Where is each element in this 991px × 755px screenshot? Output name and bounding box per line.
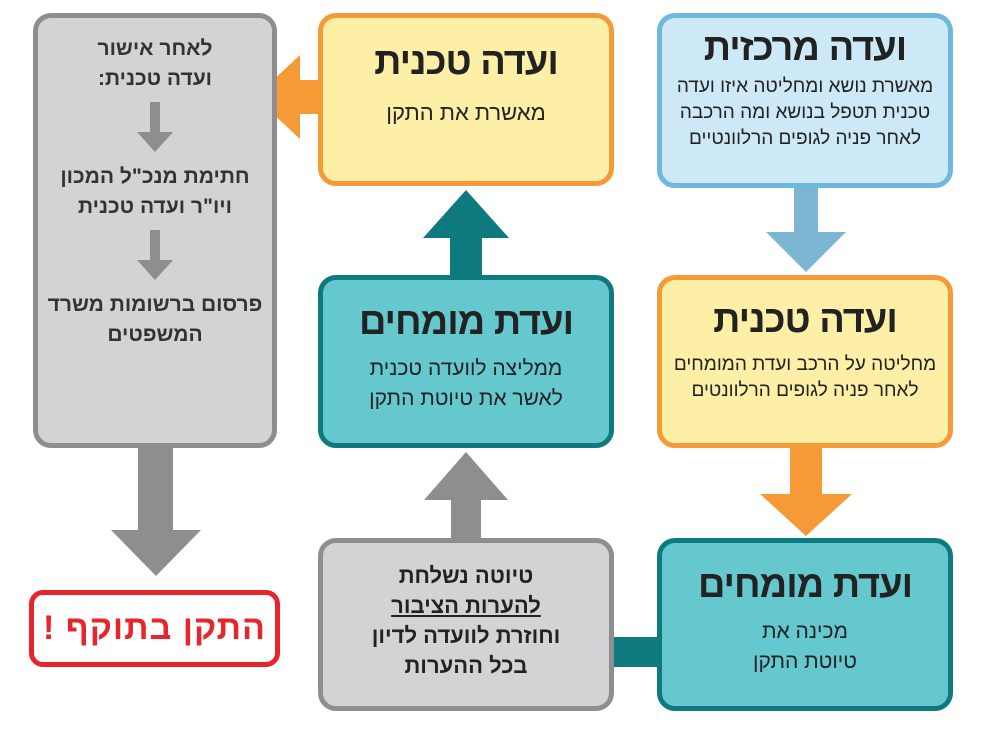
left-step-1-line: ועדה טכנית:	[97, 67, 213, 90]
central-committee-line: מאשרת נושא ומחליטה איזו ועדה	[676, 76, 934, 97]
left-step-3-line: המשפטים	[107, 323, 203, 346]
technical-committee-right-box: ועדה טכנית מחליטה על הרכב ועדת המומחים ל…	[657, 275, 953, 448]
technical-committee-right-line: מחליטה על הרכב ועדת המומחים	[673, 354, 937, 375]
left-steps-box: לאחר אישור ועדה טכנית: חתימת מנכ"ל המכון…	[33, 13, 277, 448]
arrow-technical-to-experts	[760, 448, 852, 536]
public-comments-line: וחוזרת לוועדה לדיון	[371, 623, 561, 648]
central-committee-box: ועדה מרכזית מאשרת נושא ומחליטה איזו ועדה…	[657, 13, 953, 188]
experts-committee-middle-title: ועדת מומחים	[358, 301, 574, 343]
experts-committee-right-line: מכינה את	[762, 620, 848, 643]
public-comments-highlight: להערות הציבור	[391, 593, 541, 618]
experts-committee-right-box: ועדת מומחים מכינה את טיוטת התקן	[657, 538, 953, 711]
experts-committee-middle-line: ממליצה לוועדה טכנית	[369, 357, 563, 380]
arrow-public-to-experts	[424, 452, 508, 538]
left-step-2-line: חתימת מנכ"ל המכון	[60, 165, 250, 188]
central-committee-line: טכנית תטפל בנושא ומה הרכבה	[679, 102, 931, 123]
arrow-central-to-technical	[766, 188, 846, 272]
technical-committee-top-title: ועדה טכנית	[374, 41, 559, 83]
central-committee-title: ועדה מרכזית	[703, 27, 907, 69]
public-comments-box: טיוטה נשלחת להערות הציבור וחוזרת לוועדה …	[318, 538, 614, 711]
central-committee-line: לאחר פניה לגופים הרלוונטיים	[688, 128, 922, 149]
arrow-left-steps-to-result	[111, 448, 201, 576]
experts-committee-middle-line: לאשר את טיוטת התקן	[369, 387, 563, 410]
public-comments-line: בכל ההערות	[404, 653, 528, 678]
left-step-2-line: ויו"ר ועדה טכנית	[78, 195, 232, 218]
arrow-experts-public-double	[537, 613, 733, 691]
down-arrow-icon	[137, 230, 173, 280]
standard-in-force-box: התקן בתוקף !	[29, 590, 280, 667]
standard-in-force-text: התקן בתוקף !	[42, 609, 266, 647]
experts-committee-right-title: ועדת מומחים	[697, 564, 913, 606]
technical-committee-right-line: לאחר פניה לגופים הרלוונטים	[691, 380, 919, 401]
technical-committee-right-title: ועדה טכנית	[713, 299, 898, 341]
arrow-technical-to-left-steps	[255, 55, 318, 139]
public-comments-line: טיוטה נשלחת	[398, 563, 534, 588]
left-step-1-line: לאחר אישור	[97, 37, 213, 60]
experts-committee-right-line: טיוטת התקן	[753, 650, 857, 673]
arrow-experts-to-technical	[423, 190, 509, 275]
down-arrow-icon	[137, 102, 173, 152]
left-step-3-line: פרסום ברשומות משרד	[47, 293, 263, 316]
technical-committee-top-line: מאשרת את התקן	[386, 100, 546, 125]
experts-committee-middle-box: ועדת מומחים ממליצה לוועדה טכנית לאשר את …	[318, 275, 614, 448]
technical-committee-top-box: ועדה טכנית מאשרת את התקן	[318, 13, 614, 186]
